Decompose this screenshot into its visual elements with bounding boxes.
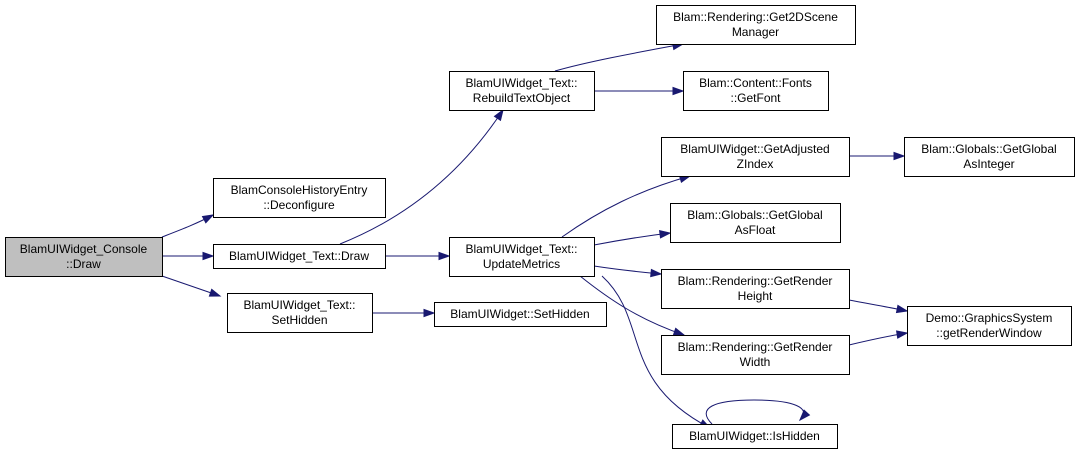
edge-arrowhead-icon bbox=[659, 229, 672, 239]
node-text-draw[interactable]: BlamUIWidget_Text::Draw bbox=[213, 244, 386, 269]
edge-adjusted_z-to-global_int bbox=[849, 151, 906, 161]
node-label-line: BlamUIWidget_Text:: bbox=[465, 242, 577, 256]
node-update-metrics[interactable]: BlamUIWidget_Text::UpdateMetrics bbox=[449, 237, 595, 277]
call-graph-nodes: BlamUIWidget_Console::Draw BlamConsoleHis… bbox=[5, 5, 1075, 449]
node-rebuild[interactable]: BlamUIWidget_Text::RebuildTextObject bbox=[449, 71, 595, 111]
edge-root-to-history_deconf bbox=[161, 214, 215, 238]
node-label-line: ZIndex bbox=[737, 157, 774, 171]
node-label-line: BlamConsoleHistoryEntry bbox=[231, 183, 368, 197]
node-text-sethidden[interactable]: BlamUIWidget_Text::SetHidden bbox=[227, 293, 373, 333]
edge-arrowhead-icon bbox=[893, 151, 906, 161]
edge-arrowhead-icon bbox=[202, 251, 215, 261]
node-box[interactable] bbox=[661, 137, 850, 177]
node-box[interactable] bbox=[449, 237, 595, 277]
node-render-window[interactable]: Demo::GraphicsSystem::getRenderWindow bbox=[907, 306, 1072, 346]
node-box[interactable] bbox=[661, 269, 850, 309]
node-label-line: Blam::Content::Fonts bbox=[699, 76, 812, 90]
edge-line bbox=[339, 109, 504, 245]
node-history-deconf[interactable]: BlamConsoleHistoryEntry::Deconfigure bbox=[213, 178, 386, 218]
edge-arrowhead-icon bbox=[672, 327, 686, 336]
edge-root-to-text_draw bbox=[162, 251, 215, 261]
edge-is_hidden-to-is_hidden bbox=[705, 399, 811, 425]
node-label-line: BlamUIWidget::IsHidden bbox=[689, 429, 820, 443]
node-box[interactable] bbox=[904, 137, 1075, 177]
edge-arrowhead-icon bbox=[201, 214, 215, 224]
node-label-line: SetHidden bbox=[271, 313, 327, 327]
edge-line bbox=[579, 275, 685, 336]
node-label-line: Width bbox=[740, 355, 771, 369]
node-widget-sethidden[interactable]: BlamUIWidget::SetHidden bbox=[434, 302, 607, 327]
node-label-line: BlamUIWidget::GetAdjusted bbox=[680, 142, 829, 156]
node-box[interactable] bbox=[656, 5, 856, 45]
node-label-line: AsInteger bbox=[963, 157, 1014, 171]
edge-arrowhead-icon bbox=[423, 308, 436, 318]
node-box[interactable] bbox=[213, 244, 386, 269]
edge-arrowhead-icon bbox=[672, 86, 685, 96]
edge-text_draw-to-rebuild bbox=[339, 108, 504, 245]
edge-root-to-text_sethidden bbox=[161, 275, 222, 297]
node-box[interactable] bbox=[670, 203, 841, 243]
edge-render_width-to-render_window bbox=[848, 330, 909, 346]
node-label-line: Blam::Rendering::Get2DScene bbox=[673, 10, 838, 24]
edge-line bbox=[593, 232, 671, 246]
edge-render_height-to-render_window bbox=[848, 299, 909, 314]
edge-update_metrics-to-global_float bbox=[593, 229, 672, 246]
node-label-line: BlamUIWidget_Text::Draw bbox=[229, 249, 369, 263]
node-box[interactable] bbox=[5, 237, 163, 277]
node-label-line: Manager bbox=[732, 25, 779, 39]
edge-rebuild-to-getfont bbox=[594, 86, 685, 96]
edge-arrowhead-icon bbox=[895, 330, 909, 339]
edge-line bbox=[554, 43, 684, 72]
node-label-line: BlamUIWidget_Text:: bbox=[243, 298, 355, 312]
edge-arrowhead-icon bbox=[650, 268, 663, 278]
node-box[interactable] bbox=[227, 293, 373, 333]
call-graph-edges bbox=[161, 41, 909, 429]
node-label-line: BlamUIWidget_Text:: bbox=[465, 76, 577, 90]
edge-line bbox=[705, 399, 805, 425]
node-label-line: BlamUIWidget_Console bbox=[20, 242, 148, 256]
node-label-line: Blam::Globals::GetGlobal bbox=[921, 142, 1056, 156]
node-box[interactable] bbox=[213, 178, 386, 218]
node-label-line: Blam::Rendering::GetRender bbox=[678, 274, 833, 288]
edge-text_sethidden-to-widget_sethidden bbox=[372, 308, 436, 318]
node-getfont[interactable]: Blam::Content::Fonts::GetFont bbox=[683, 71, 829, 111]
edge-rebuild-to-get2dscene bbox=[554, 41, 685, 72]
node-box[interactable] bbox=[672, 424, 838, 449]
node-box[interactable] bbox=[434, 302, 607, 327]
node-label-line: ::Draw bbox=[66, 257, 101, 271]
node-label-line: Demo::GraphicsSystem bbox=[926, 311, 1053, 325]
node-label-line: Height bbox=[738, 289, 773, 303]
node-label-line: ::Deconfigure bbox=[263, 198, 335, 212]
edge-arrowhead-icon bbox=[438, 251, 451, 261]
node-label-line: UpdateMetrics bbox=[483, 257, 560, 271]
node-root[interactable]: BlamUIWidget_Console::Draw bbox=[5, 237, 163, 277]
edge-arrowhead-icon bbox=[208, 288, 222, 297]
edge-arrowhead-icon bbox=[798, 409, 811, 422]
node-box[interactable] bbox=[683, 71, 829, 111]
node-label-line: RebuildTextObject bbox=[473, 91, 571, 105]
edge-line bbox=[561, 175, 691, 238]
node-label-line: BlamUIWidget::SetHidden bbox=[450, 307, 589, 321]
node-box[interactable] bbox=[907, 306, 1072, 346]
edge-arrowhead-icon bbox=[895, 304, 909, 314]
edge-update_metrics-to-render_height bbox=[593, 265, 663, 278]
node-label-line: ::getRenderWindow bbox=[936, 326, 1042, 340]
node-box[interactable] bbox=[449, 71, 595, 111]
node-label-line: Blam::Rendering::GetRender bbox=[678, 340, 833, 354]
edge-line bbox=[601, 275, 711, 429]
node-is-hidden[interactable]: BlamUIWidget::IsHidden bbox=[672, 424, 838, 449]
node-label-line: Blam::Globals::GetGlobal bbox=[687, 208, 822, 222]
edge-text_draw-to-update_metrics bbox=[385, 251, 451, 261]
edge-arrowhead-icon bbox=[493, 108, 504, 122]
node-label-line: ::GetFont bbox=[730, 91, 781, 105]
node-box[interactable] bbox=[661, 335, 850, 375]
node-label-line: AsFloat bbox=[735, 223, 776, 237]
